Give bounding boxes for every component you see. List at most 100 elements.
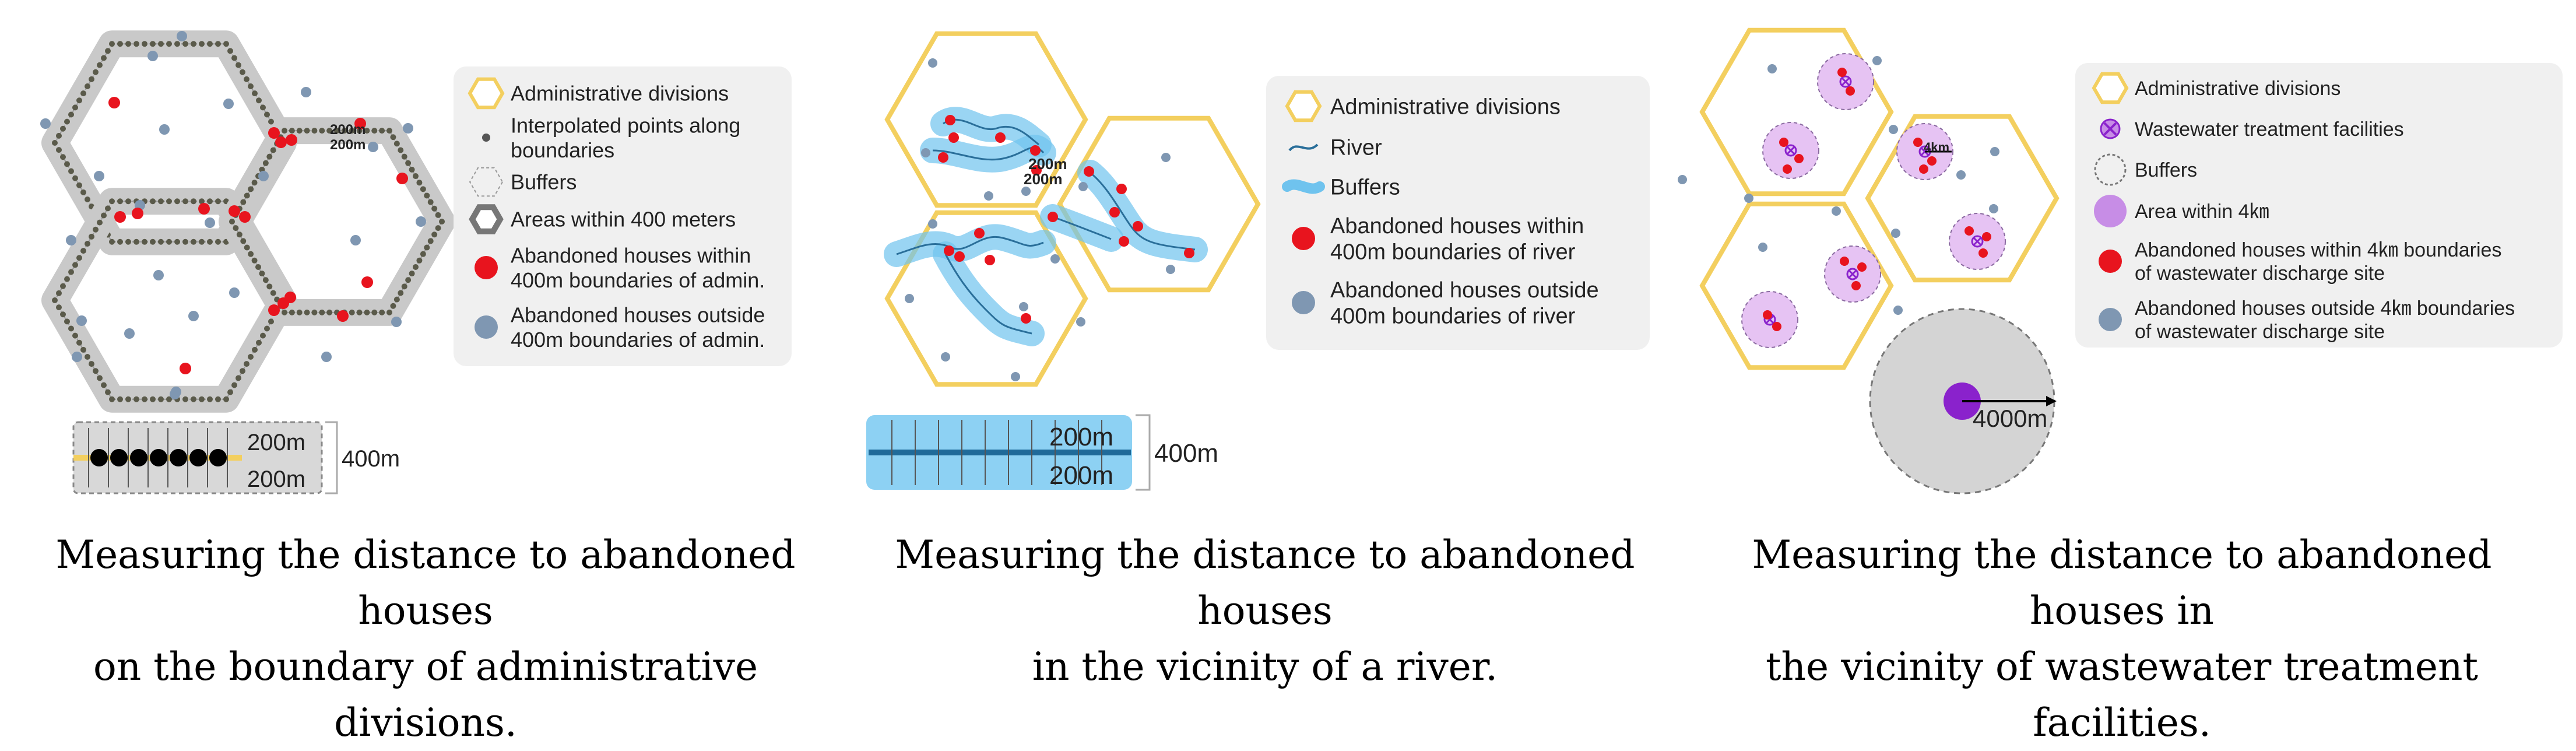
blue-house-point [153, 270, 164, 280]
interpolated-point [256, 339, 262, 346]
admin-hexagons [884, 31, 1261, 387]
blue-house-point [1891, 229, 1900, 238]
interpolated-point [125, 396, 131, 402]
interpolated-point [191, 198, 196, 205]
interpolated-point [109, 198, 115, 205]
interpolated-point [431, 231, 438, 238]
purple-cross-circle-icon [2100, 118, 2121, 139]
red-house-point [286, 134, 297, 146]
buffer-label-b: 200m [330, 137, 366, 153]
red-house-point [995, 132, 1006, 143]
interpolated-point [174, 238, 180, 245]
interpolated-point [158, 396, 164, 402]
legend-label: 400m boundaries of admin. [511, 268, 765, 292]
interpolated-point [60, 311, 66, 318]
interpolated-point [215, 396, 221, 402]
interpolated-point [268, 118, 274, 125]
legend-label: 400m boundaries of river [1330, 240, 1576, 265]
interpolated-point [405, 277, 412, 283]
interpolated-point [252, 90, 258, 97]
blue-house-points [905, 58, 1175, 381]
caption-line-1: Measuring the distance to abandoned hous… [1752, 532, 2492, 633]
blue-house-point [1989, 204, 1998, 213]
blue-house-point [928, 58, 937, 68]
red-house-point [180, 363, 191, 374]
interpolated-point [319, 309, 325, 315]
caption-line-2: the vicinity of wastewater treatment fac… [1766, 644, 2478, 745]
panel-admin-boundary: 200m 200m Administrative divisionsInterp… [40, 30, 792, 494]
red-house-point [1116, 184, 1127, 194]
river-map: 200m 200m [884, 31, 1261, 387]
red-house-point [1084, 166, 1094, 177]
small-gray-dot-icon [482, 134, 490, 142]
interpolated-point [56, 147, 62, 153]
interpolated-point [386, 309, 392, 315]
blue-house-point [1161, 153, 1171, 162]
caption-line-2: in the vicinity of a river. [1032, 644, 1498, 689]
interpolated-point [248, 353, 254, 360]
interpolated-point [182, 396, 188, 402]
dashed-circle-icon [2094, 153, 2127, 186]
interpolated-point [393, 141, 400, 147]
legend-label: Interpolated points along [511, 113, 740, 137]
red-house-point [1779, 138, 1788, 147]
interpolated-point [260, 104, 266, 111]
interpolated-point [264, 325, 270, 332]
blue-house-point [124, 328, 135, 339]
interpolated-point [264, 111, 270, 118]
interpolated-point [268, 318, 274, 325]
river-line [896, 236, 1044, 255]
facility-cross [1973, 237, 1982, 246]
interpolated-point [304, 128, 310, 134]
interpolated-point [262, 277, 269, 283]
blue-house-points [40, 31, 426, 399]
interpolated-point [125, 238, 131, 245]
interpolated-point [398, 147, 404, 153]
interpolated-point [101, 382, 107, 388]
purple-disc-icon [2094, 195, 2127, 227]
blue-house-point [928, 219, 937, 229]
interpolated-point [76, 255, 82, 261]
legend-box [2075, 63, 2563, 348]
interpolated-point [262, 160, 269, 166]
interpolated-point [85, 241, 90, 247]
interpolated-point [236, 62, 241, 68]
blue-house-point [1021, 187, 1031, 196]
interpolated-point [364, 309, 370, 315]
red-house-point [1109, 207, 1120, 217]
red-house-point [944, 245, 954, 256]
interpolated-point [150, 198, 156, 205]
interpolated-point [64, 276, 70, 282]
interpolated-point [182, 41, 188, 47]
red-house-point [1837, 68, 1847, 77]
blue-house-point [905, 294, 914, 303]
red-house-point [1133, 221, 1143, 231]
interpolated-point [248, 251, 254, 257]
interpolated-point [240, 368, 245, 374]
interpolated-point [413, 264, 419, 270]
red-house-points [1763, 68, 1991, 331]
blue-house-point [1956, 170, 1966, 180]
blue-house-point [223, 99, 234, 109]
interpolated-point [64, 318, 70, 325]
red-house-point [268, 127, 280, 139]
interpolated-point [85, 196, 90, 202]
interpolated-point [133, 396, 139, 402]
interpolated-point [174, 41, 180, 47]
red-dot-icon [475, 256, 498, 279]
interpolated-point [326, 309, 333, 315]
blue-house-point [159, 124, 170, 135]
interpolated-point [244, 244, 250, 251]
interpolated-point [117, 396, 123, 402]
interpolated-point [174, 198, 180, 205]
scale-label-top: 200m [247, 430, 305, 455]
blue-house-point [416, 216, 426, 227]
interpolated-point [236, 375, 241, 381]
red-house-point [198, 203, 210, 215]
red-house-point [985, 255, 995, 265]
scale-point [209, 449, 227, 466]
facility-cross [1848, 269, 1857, 279]
interpolated-point [435, 212, 441, 218]
blue-house-points [1678, 56, 1999, 315]
interpolated-point [282, 128, 287, 134]
